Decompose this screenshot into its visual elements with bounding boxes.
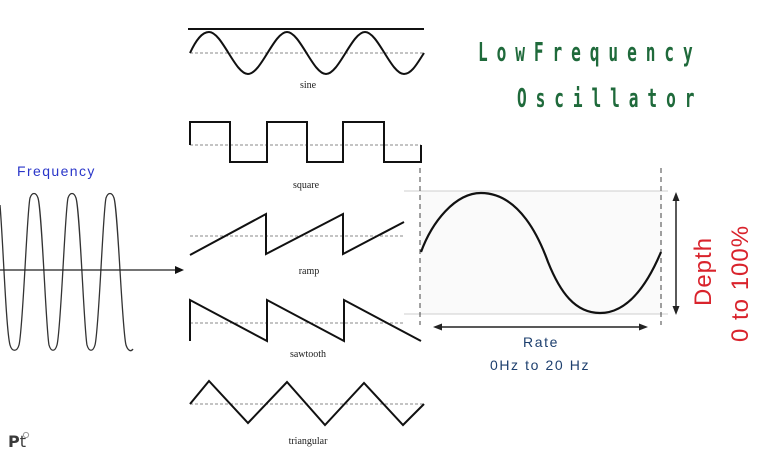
waveform-label-triangular: triangular [288,436,328,447]
waveform-sawtooth [189,298,422,343]
frequency-label: Frequency [17,163,96,179]
waveform-label-ramp: ramp [298,266,320,277]
rate-arrow [433,323,648,331]
logo-p: P [8,432,20,451]
logo-t: t [19,432,27,451]
depth-label: Depth [690,236,717,306]
rate-label: Rate [523,334,559,350]
title-line2: Oscillator [517,84,704,114]
title-line1: LowFrequency [478,38,702,68]
rate-range: 0Hz to 20 Hz [489,357,591,373]
depth-range: 0 to 100% [727,224,754,342]
logo-pin-icon [22,431,30,439]
waveform-label-sawtooth: sawtooth [289,349,327,360]
waveform-label-square: square [292,180,320,191]
waveform-label-sine: sine [299,80,317,91]
input-frequency-wave [0,192,134,352]
logo: Pt [8,432,26,451]
input-arrow [0,266,184,274]
waveform-ramp [189,212,405,256]
waveform-triangular [189,379,425,427]
waveform-square [189,121,422,163]
depth-arrow [672,192,680,315]
waveform-sine [188,28,425,76]
output-lfo-wave [404,168,668,325]
